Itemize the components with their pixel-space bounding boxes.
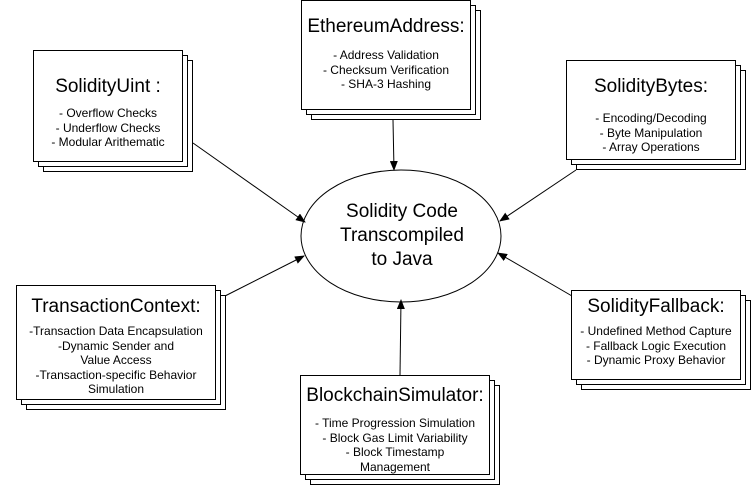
node-solidity-fallback: SolidityFallback: - Undefined Method Cap… [571,290,752,391]
node-items: -Transaction Data Encapsulation -Dynamic… [24,324,209,397]
node-ethereum-address: EthereumAddress: - Address Validation - … [301,0,482,121]
node-blockchain-simulator: BlockchainSimulator: - Time Progression … [300,375,501,486]
node-card: EthereumAddress: - Address Validation - … [301,0,471,110]
node-title: EthereumAddress: [307,16,465,37]
node-item: - Time Progression Simulation [314,416,476,430]
node-item: - Byte Manipulation [599,125,703,140]
node-card: BlockchainSimulator: - Time Progression … [300,375,490,475]
node-items: - Address Validation - Checksum Verifica… [323,48,449,92]
node-items: - Undefined Method Capture - Fallback Lo… [580,324,731,368]
node-item: - Encoding/Decoding [595,111,707,125]
node-items: - Encoding/Decoding - Byte Manipulation … [595,111,706,155]
node-card: SolidityUint : - Overflow Checks - Under… [33,50,183,162]
arrow-solidity-bytes [499,169,577,222]
node-item: - Overflow Checks [58,106,158,120]
arrow-solidity-fallback [497,252,573,297]
center-line: Transcompiled [340,225,464,246]
center-line: Solidity Code [346,201,458,222]
node-items: - Time Progression Simulation - Block Ga… [308,416,483,474]
node-title: SolidityBytes: [593,76,709,97]
node-item: - SHA-3 Hashing [340,77,432,91]
node-card: SolidityFallback: - Undefined Method Cap… [571,290,741,380]
node-item: - Block Timestamp Management [345,445,445,474]
node-item: - Checksum Verification [322,62,450,77]
node-items: - Overflow Checks - Underflow Checks - M… [51,106,164,150]
node-item: - Address Validation [333,48,439,62]
arrow-ethereum-address [389,119,398,171]
node-card: SolidityBytes: - Encoding/Decoding - Byt… [566,60,736,160]
node-item: - Block Gas Limit Variability [322,430,468,445]
arrow-solidity-uint [192,142,306,223]
node-item: - Fallback Logic Execution [585,338,727,353]
node-item: -Transaction Data Encapsulation [29,324,203,338]
arrow-blockchain-simulator [396,299,405,376]
node-item: -Transaction-specific Behavior Simulatio… [35,367,197,397]
node-card: TransactionContext: -Transaction Data En… [16,285,216,400]
node-item: -Dynamic Sender and Value Access [57,338,175,368]
node-transaction-context: TransactionContext: -Transaction Data En… [16,285,226,411]
node-item: - Array Operations [602,140,700,154]
center-line: to Java [371,249,433,270]
node-title: BlockchainSimulator: [306,385,484,406]
node-title: TransactionContext: [31,296,201,317]
arrow-transaction-context [224,255,305,297]
node-item: - Dynamic Proxy Behavior [586,353,726,367]
node-title: SolidityUint : [55,76,161,97]
node-solidity-uint: SolidityUint : - Overflow Checks - Under… [33,50,193,173]
node-title: SolidityFallback: [587,296,725,317]
node-item: - Underflow Checks [55,120,161,135]
node-item: - Undefined Method Capture [580,324,732,338]
node-item: - Modular Arithematic [51,135,165,149]
center-label: Solidity Code Transcompiled to Java [302,200,502,272]
node-solidity-bytes: SolidityBytes: - Encoding/Decoding - Byt… [566,60,747,171]
